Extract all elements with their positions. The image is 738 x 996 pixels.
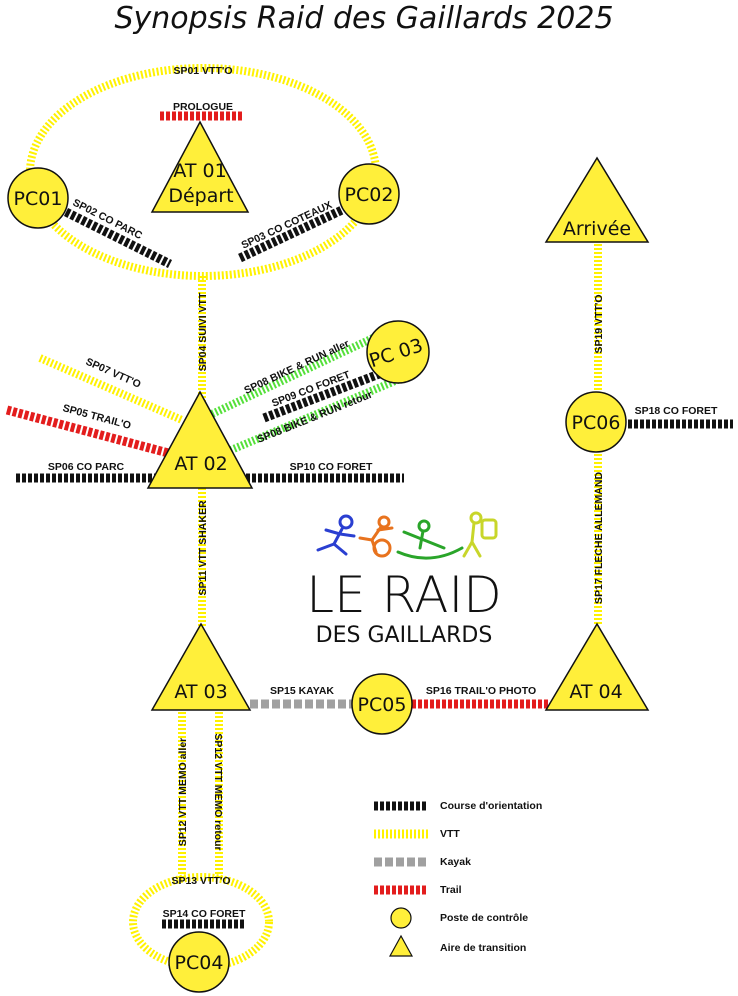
logo-main-text: LE RAID xyxy=(306,566,502,624)
co-segments xyxy=(16,205,733,929)
pc02-circle xyxy=(338,163,400,225)
sp09-line xyxy=(262,363,397,423)
label-sp12-retour: SP12 VTT MEMO retour xyxy=(212,733,224,850)
vtt-segments xyxy=(26,64,602,971)
legend-circle-swatch xyxy=(390,907,412,929)
at04-triangle xyxy=(544,622,650,711)
cyclist-icon xyxy=(358,515,394,558)
legend-triangle-swatch xyxy=(388,934,414,957)
transition-labels: AT 01 Départ AT 02 AT 03 AT 04 Arrivée xyxy=(168,160,631,703)
pc06-label: PC06 xyxy=(572,412,621,434)
pc06-circle xyxy=(565,391,627,453)
legend-triangle-label: Aire de transition xyxy=(440,942,526,954)
sp08-aller-line xyxy=(210,326,392,418)
at02-label: AT 02 xyxy=(174,453,227,475)
diagram-title: Synopsis Raid des Gaillards 2025 xyxy=(114,1,613,36)
label-sp16: SP16 TRAIL'O PHOTO xyxy=(426,685,536,697)
label-sp11: SP11 VTT SHAKER xyxy=(197,500,209,596)
sp07-line xyxy=(38,354,184,424)
legend-vtt-label: VTT xyxy=(440,828,460,840)
label-sp01: SP01 VTT'O xyxy=(173,65,232,77)
sp08-retour-line xyxy=(210,369,416,462)
pc05-label: PC05 xyxy=(358,694,407,716)
label-sp18: SP18 CO FORET xyxy=(635,405,718,417)
bike-run-segments xyxy=(210,326,416,462)
at01-triangle xyxy=(150,120,250,213)
pc02-label: PC02 xyxy=(345,184,394,206)
legend-co-label: Course d'orientation xyxy=(440,800,542,812)
label-sp02: SP02 CO PARC xyxy=(71,197,145,242)
label-sp07: SP07 VTT'O xyxy=(84,356,143,391)
label-sp04: SP04 SUIVI VTT xyxy=(197,292,209,371)
sp03-line xyxy=(238,205,344,263)
label-sp12-aller: SP12 VTT MEMO aller xyxy=(177,738,189,847)
pc05-circle xyxy=(351,673,413,735)
legend-circle-label: Poste de contrôle xyxy=(440,912,528,924)
at02-triangle xyxy=(146,390,254,489)
arrivee-triangle xyxy=(544,156,650,243)
legend: Course d'orientation VTT Kayak Trail Pos… xyxy=(374,800,542,957)
trail-segments xyxy=(5,111,548,709)
label-sp13: SP13 VTT'O xyxy=(171,875,230,887)
arrivee-label: Arrivée xyxy=(563,218,631,240)
raid-logo: LE RAID DES GAILLARDS xyxy=(306,511,502,648)
label-prologue: PROLOGUE xyxy=(173,101,233,113)
at01-label-line2: Départ xyxy=(168,185,233,207)
control-points xyxy=(7,163,627,993)
hiker-icon xyxy=(462,511,498,558)
at03-label: AT 03 xyxy=(174,681,227,703)
logo-sub-text: DES GAILLARDS xyxy=(316,623,493,648)
pc01-circle xyxy=(7,167,69,229)
pc03-circle xyxy=(366,320,430,384)
label-sp17: SP17 FLECHE ALLEMAND xyxy=(593,472,605,604)
transition-areas xyxy=(146,120,650,711)
pc04-circle xyxy=(168,931,230,993)
legend-kayak-label: Kayak xyxy=(440,856,471,868)
runner-icon xyxy=(316,514,356,556)
sp05-line xyxy=(5,405,174,459)
label-sp14: SP14 CO FORET xyxy=(163,908,246,920)
label-sp19: SP19 VTT'O xyxy=(593,294,605,353)
pc01-label: PC01 xyxy=(14,188,63,210)
at01-label-line1: AT 01 xyxy=(173,160,226,182)
label-sp15: SP15 KAYAK xyxy=(270,685,334,697)
at04-label: AT 04 xyxy=(569,681,622,703)
label-sp06: SP06 CO PARC xyxy=(48,461,125,473)
pc04-label: PC04 xyxy=(175,952,224,974)
at03-triangle xyxy=(150,622,252,711)
kayaker-icon xyxy=(396,519,464,560)
legend-trail-label: Trail xyxy=(440,884,462,896)
label-sp10: SP10 CO FORET xyxy=(290,461,373,473)
sp02-line xyxy=(63,207,173,269)
